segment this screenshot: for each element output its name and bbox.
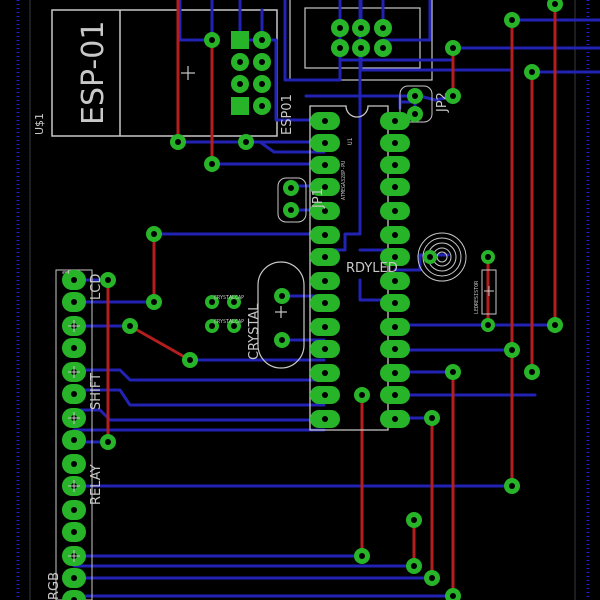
atmega-outline: [309, 105, 389, 431]
left-header-plus-marks: [68, 320, 80, 562]
esp-module-label: ESP-01: [76, 21, 111, 125]
relay-label: RELAY: [89, 464, 104, 505]
shift-label: SHIFT: [89, 373, 104, 410]
chip-text: ATMEGA328P-PU: [341, 161, 347, 200]
left-header-holes: [71, 277, 77, 600]
crystal-cap1-label: CRYSTALCAP: [214, 295, 244, 301]
u1-small-label: U1: [347, 137, 354, 145]
atmega-pad-holes: [322, 118, 398, 422]
esp01-header-pads: [231, 31, 271, 115]
esp-plus-marker: [181, 66, 195, 80]
crystal-label: CRYSTAL: [247, 303, 262, 360]
jp1-label: JP1: [311, 188, 326, 209]
crystal-pads: [274, 288, 290, 348]
u1-label: U$1: [33, 113, 46, 135]
crystal: [257, 261, 305, 369]
rdyled-label: RDYLED: [346, 261, 398, 276]
rdyled-pads: [423, 250, 495, 264]
led-resistor: [481, 269, 497, 332]
left-header-pads: [62, 270, 86, 600]
board-outline: [16, 0, 590, 600]
rgb-label: RGB: [47, 572, 62, 600]
esp01-label: ESP01: [280, 94, 295, 135]
crystal-cap2-label: CRYSTALCAP: [214, 319, 244, 325]
inner-outline: [29, 0, 576, 600]
ledresistor-label: LEDRESISTOR: [474, 280, 480, 314]
crystal-caps: [205, 295, 241, 333]
icsp-pads: [331, 19, 392, 57]
jp1-pads: [277, 177, 307, 223]
vias: [100, 0, 563, 600]
header-pin1-label: 1: [62, 269, 72, 275]
jp2-pads: [399, 85, 433, 123]
